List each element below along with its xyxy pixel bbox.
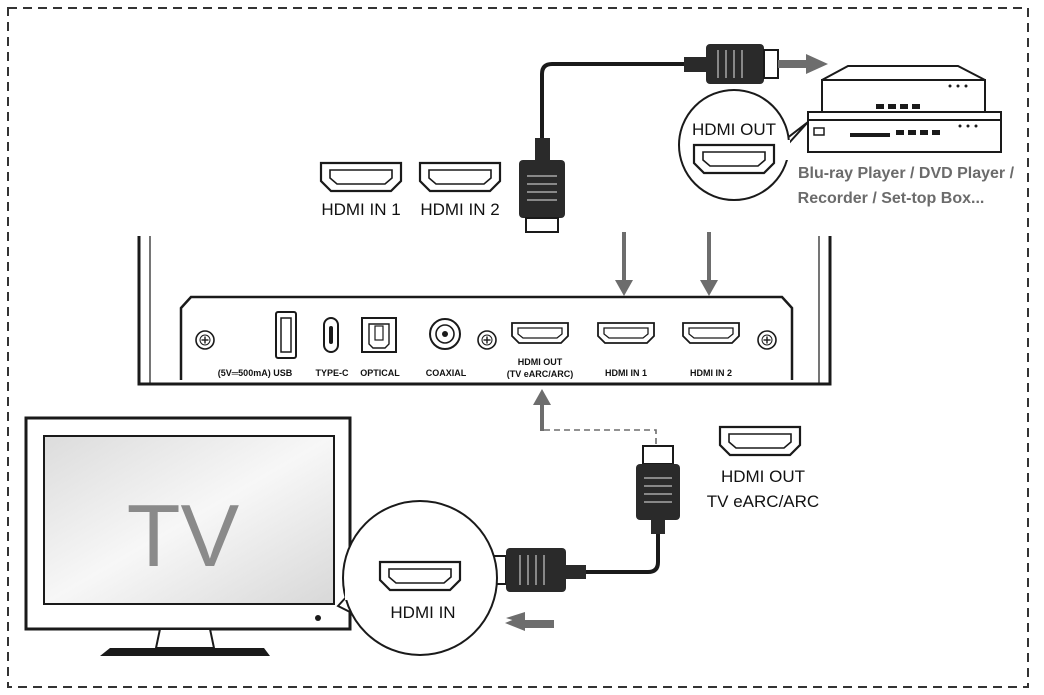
panel-hdmi-out-port-icon [511,322,569,344]
soundbar-body [137,236,832,386]
arrow-into-hdmi-in-1 [615,232,633,296]
hdmi-in-1-label: HDMI IN 1 [321,200,400,219]
coaxial-port-label: COAXIAL [426,368,467,378]
panel-hdmi-out-label-line2: (TV eARC/ARC) [507,369,574,379]
type-c-port-label: TYPE-C [315,368,349,378]
panel-hdmi-in-1-label: HDMI IN 1 [605,368,647,378]
arrow-toward-tv [505,612,554,631]
tv-screen-label: TV [127,486,240,585]
source-devices-label-line1: Blu-ray Player / DVD Player / [798,165,1015,182]
outer-dashed-frame [7,7,1029,688]
panel-hdmi-in-2-port-icon [682,322,740,344]
optical-port-label: OPTICAL [360,368,400,378]
hdmi-out-earc-label-line2: TV eARC/ARC [707,492,819,511]
top-hdmi-cable [519,44,779,233]
panel-hdmi-out-label-line1: HDMI OUT [518,357,563,367]
screw-left-icon [195,330,215,350]
hdmi-out-earc-port-icon [718,425,802,457]
type-c-port-icon [323,317,339,353]
panel-hdmi-in-2-label: HDMI IN 2 [690,368,732,378]
optical-port-icon [361,317,397,353]
tv-icon [24,416,352,656]
coaxial-port-icon [429,318,461,350]
usb-port-icon [275,311,297,359]
hdmi-out-source-port-icon [692,143,776,175]
hdmi-in-2-port-icon [418,161,502,193]
screw-middle-icon [477,330,497,350]
tv-hdmi-in-port-icon [378,560,462,592]
panel-hdmi-in-1-port-icon [597,322,655,344]
usb-port-label: (5V═500mA) USB [218,368,293,378]
source-device-icon [807,65,1002,153]
hdmi-in-2-label: HDMI IN 2 [420,200,499,219]
source-devices-label-line2: Recorder / Set-top Box... [798,190,985,207]
arrow-to-source-device [778,54,828,74]
arrow-into-hdmi-out-earc [533,389,657,446]
screw-right-icon [757,330,777,350]
hdmi-in-1-port-icon [319,161,403,193]
hdmi-out-callout-label: HDMI OUT [692,120,776,139]
bottom-hdmi-cable [487,445,680,592]
hdmi-in-callout-label: HDMI IN [390,603,455,622]
hdmi-out-earc-label-line1: HDMI OUT [721,467,805,486]
arrow-into-hdmi-in-2 [700,232,718,296]
